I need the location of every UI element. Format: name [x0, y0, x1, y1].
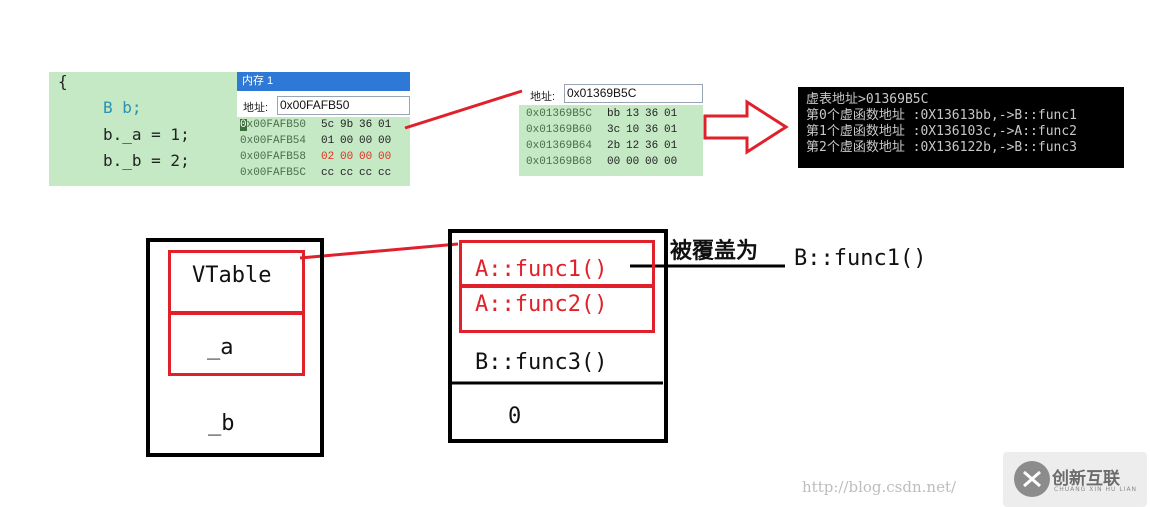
address-label: 地址:	[530, 91, 556, 103]
memory-byte: 01	[664, 124, 678, 136]
watermark-url: http://blog.csdn.net/	[802, 478, 957, 496]
console-line: 虚表地址>01369B5C	[806, 92, 929, 107]
vtable-pointer-label: VTable	[192, 263, 272, 288]
func2-highlight	[459, 284, 655, 333]
arrow-right-icon	[703, 99, 789, 155]
memory-rows: 0x00FAFB50 5c 9b 36 01 0x00FAFB54 01 00 00 00 0x…	[237, 117, 410, 186]
memory-row: 0x00FAFB54 01 00 00 00	[240, 135, 397, 147]
brand-subtitle: CHUANG XIN HU LIAN	[1054, 486, 1138, 493]
memory-address: 0x01369B64	[526, 140, 593, 152]
memory-byte: 02	[321, 151, 335, 163]
memory-row: 0x00FAFB50 5c 9b 36 01	[240, 119, 397, 131]
member-a-label: _a	[207, 335, 234, 360]
memory-address: 0x01369B68	[526, 156, 593, 168]
memory-byte: bb	[607, 108, 621, 120]
vtable-entry-func2: A::func2()	[475, 292, 608, 317]
memory-byte: 12	[626, 140, 640, 152]
memory-byte: 36	[359, 119, 373, 131]
address-input[interactable]: 0x01369B5C	[564, 84, 703, 103]
memory-window-1: 内存 1 地址: 0x00FAFB50 0x00FAFB50 5c 9b 36 01 0…	[237, 72, 410, 186]
member-b-label: _b	[208, 411, 235, 436]
memory-window-title: 内存 1	[237, 72, 410, 91]
memory-byte: cc	[321, 167, 335, 179]
memory-byte: 13	[626, 108, 640, 120]
memory-row: 0x01369B68 00 00 00 00	[526, 156, 683, 168]
memory-byte: 00	[359, 135, 373, 147]
memory-byte: 00	[645, 156, 659, 168]
memory-byte: 00	[664, 156, 678, 168]
code-line: {	[58, 72, 68, 91]
object-layout-box	[146, 238, 324, 457]
code-line-text: B b;	[103, 98, 142, 117]
memory-byte: 01	[378, 119, 392, 131]
code-line: b._a = 1;	[103, 125, 190, 144]
memory-byte: 01	[321, 135, 335, 147]
memory-byte: 01	[664, 108, 678, 120]
code-editor-snippet: { B b; b._a = 1; b._b = 2;	[49, 72, 237, 186]
memory-address: 0x00FAFB54	[240, 135, 307, 147]
memory-byte: 00	[340, 135, 354, 147]
console-line: 第1个虚函数地址 :0X136103c,->A::func2	[806, 124, 1078, 139]
brand-name: 创新互联	[1052, 469, 1120, 489]
vtable-terminator: 0	[508, 404, 522, 429]
member-a-highlight	[168, 312, 305, 376]
memory-address: 0x01369B60	[526, 124, 593, 136]
vtable-entry-func3: B::func3()	[475, 350, 608, 375]
memory-byte: 9b	[340, 119, 354, 131]
memory-row: 0x01369B5C bb 13 36 01	[526, 108, 683, 120]
memory-byte: 2b	[607, 140, 621, 152]
memory-window-2: 地址: 0x01369B5C 0x01369B5C bb 13 36 01 0x0136…	[519, 84, 703, 176]
memory-address: 0x00FAFB50	[240, 119, 307, 131]
console-line: 第0个虚函数地址 :0X13613bb,->B::func1	[806, 108, 1078, 123]
vtable-entry-func1: A::func1()	[475, 257, 608, 282]
memory-byte: 36	[645, 108, 659, 120]
memory-byte: 3c	[607, 124, 621, 136]
memory-byte: 00	[378, 151, 392, 163]
console-output: 虚表地址>01369B5C 第0个虚函数地址 :0X13613bb,->B::f…	[798, 87, 1124, 168]
brand-logo-icon	[1014, 461, 1050, 497]
memory-address: 0x00FAFB58	[240, 151, 307, 163]
memory-byte: 36	[645, 124, 659, 136]
vtable-box	[448, 229, 668, 443]
memory-rows: 0x01369B5C bb 13 36 01 0x01369B60 3c 10 36 01 0x…	[519, 105, 703, 176]
pointer-line	[404, 89, 523, 130]
memory-byte: 00	[359, 151, 373, 163]
memory-byte: 00	[340, 151, 354, 163]
console-line: 第2个虚函数地址 :0X136122b,->B::func3	[806, 140, 1078, 155]
memory-byte: 00	[607, 156, 621, 168]
override-target: B::func1()	[794, 246, 927, 271]
memory-byte: cc	[340, 167, 354, 179]
brand-logo	[1003, 452, 1147, 507]
memory-byte: cc	[378, 167, 392, 179]
vtable-pointer-line	[299, 242, 459, 260]
memory-byte: cc	[359, 167, 373, 179]
memory-byte: 5c	[321, 119, 335, 131]
memory-address: 0x00FAFB5C	[240, 167, 307, 179]
override-label: 被覆盖为	[670, 239, 759, 264]
code-line: B b;	[103, 98, 142, 117]
memory-byte: 36	[645, 140, 659, 152]
address-input[interactable]: 0x00FAFB50	[277, 96, 410, 115]
code-line: b._b = 2;	[103, 151, 190, 170]
memory-byte: 10	[626, 124, 640, 136]
memory-byte: 01	[664, 140, 678, 152]
memory-row: 0x00FAFB58 02 00 00 00	[240, 151, 397, 163]
memory-byte: 00	[378, 135, 392, 147]
memory-address: 0x01369B5C	[526, 108, 593, 120]
address-label: 地址:	[243, 102, 269, 114]
memory-byte: 00	[626, 156, 640, 168]
memory-row: 0x01369B60 3c 10 36 01	[526, 124, 683, 136]
memory-row: 0x01369B64 2b 12 36 01	[526, 140, 683, 152]
